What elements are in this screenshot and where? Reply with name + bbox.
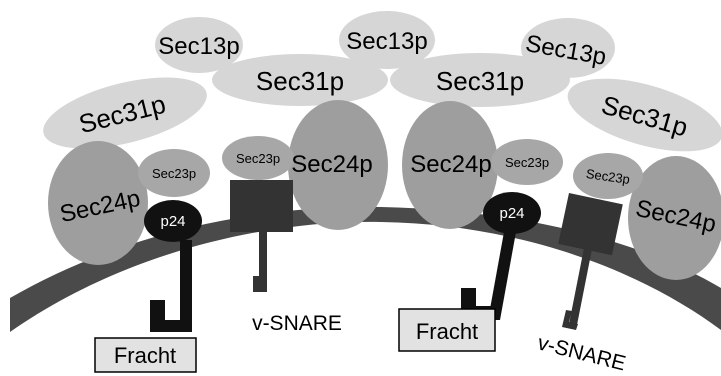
cargo-box bbox=[398, 308, 496, 352]
sec23p-label: Sec23p bbox=[152, 166, 196, 181]
cargo-label: Fracht bbox=[114, 343, 176, 368]
sec24p-node bbox=[628, 156, 721, 280]
vsnare-head bbox=[230, 180, 293, 232]
sec31p-label: Sec31p bbox=[256, 66, 344, 96]
sec31p-node bbox=[43, 77, 207, 149]
vsnare-protein bbox=[558, 192, 623, 330]
sec23p-node bbox=[222, 136, 294, 180]
p24-head bbox=[144, 200, 202, 242]
p24-head bbox=[483, 192, 541, 234]
sec23p-label: Sec23p bbox=[585, 166, 631, 187]
cargo-label: Fracht bbox=[416, 319, 478, 344]
sec24p-label: Sec24p bbox=[291, 151, 372, 178]
vsnare-foot-tip bbox=[253, 276, 259, 292]
vsnare-protein bbox=[230, 180, 293, 292]
p24-stalk bbox=[180, 240, 192, 332]
sec23p-label: Sec23p bbox=[505, 155, 549, 170]
sec13p-label: Sec13p bbox=[158, 33, 239, 60]
cargo-box bbox=[94, 337, 197, 373]
p24-stalk bbox=[488, 232, 516, 320]
sec31p-label: Sec31p bbox=[436, 66, 524, 96]
vsnare-head bbox=[558, 192, 623, 256]
vsnare-foot bbox=[562, 310, 578, 330]
outer-coat bbox=[43, 11, 721, 152]
sec23p-node bbox=[491, 139, 563, 185]
sec31p-node bbox=[390, 53, 570, 107]
vsnare-label: v-SNARE bbox=[535, 331, 628, 375]
sec24p-label: Sec24p bbox=[410, 151, 491, 178]
sec23p-node bbox=[573, 153, 643, 199]
p24-receptor bbox=[144, 200, 202, 332]
sec13p-node bbox=[339, 11, 435, 69]
vsnare-label: v-SNARE bbox=[252, 312, 342, 335]
p24-hook bbox=[150, 300, 192, 332]
p24-label: p24 bbox=[499, 205, 524, 222]
inner-coat bbox=[48, 100, 721, 280]
sec13p-node bbox=[155, 17, 243, 73]
vsnare-stalk bbox=[259, 232, 267, 292]
sec23p-node bbox=[138, 149, 210, 197]
sec24p-node bbox=[288, 100, 388, 230]
sec31p-node bbox=[567, 78, 721, 152]
sec24p-node bbox=[402, 101, 498, 229]
sec24p-node bbox=[48, 141, 148, 265]
sec31p-node bbox=[212, 54, 388, 106]
vsnare-stalk bbox=[569, 248, 592, 325]
p24-label: p24 bbox=[160, 213, 185, 230]
sec13p-label: Sec13p bbox=[346, 28, 427, 55]
sec23p-label: Sec23p bbox=[236, 151, 280, 166]
vsnare-foot bbox=[253, 285, 267, 292]
